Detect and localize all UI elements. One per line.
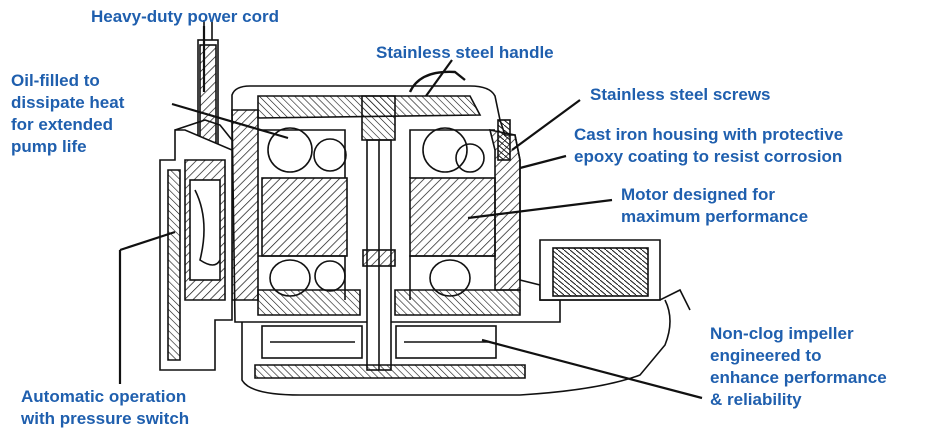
leader-automatic-2: [119, 230, 176, 252]
label-automatic-operation: Automatic operation with pressure switch: [21, 387, 190, 428]
leader-screws: [511, 99, 581, 151]
leader-oil-filled: [171, 102, 289, 140]
label-stainless-screws: Stainless steel screws: [590, 85, 771, 104]
label-impeller: Non-clog impeller engineered to enhance …: [710, 324, 887, 409]
leader-impeller: [481, 338, 703, 400]
label-power-cord: Heavy-duty power cord: [91, 7, 279, 26]
label-motor: Motor designed for maximum performance: [621, 185, 809, 226]
leader-handle: [425, 59, 453, 97]
leader-motor: [467, 198, 613, 220]
pump-body: [159, 20, 691, 396]
leader-housing: [519, 154, 567, 170]
label-stainless-handle: Stainless steel handle: [376, 43, 554, 62]
label-oil-filled: Oil-filled to dissipate heat for extende…: [11, 71, 125, 156]
leader-lines: [118, 26, 703, 400]
label-cast-iron-housing: Cast iron housing with protective epoxy …: [574, 125, 844, 166]
